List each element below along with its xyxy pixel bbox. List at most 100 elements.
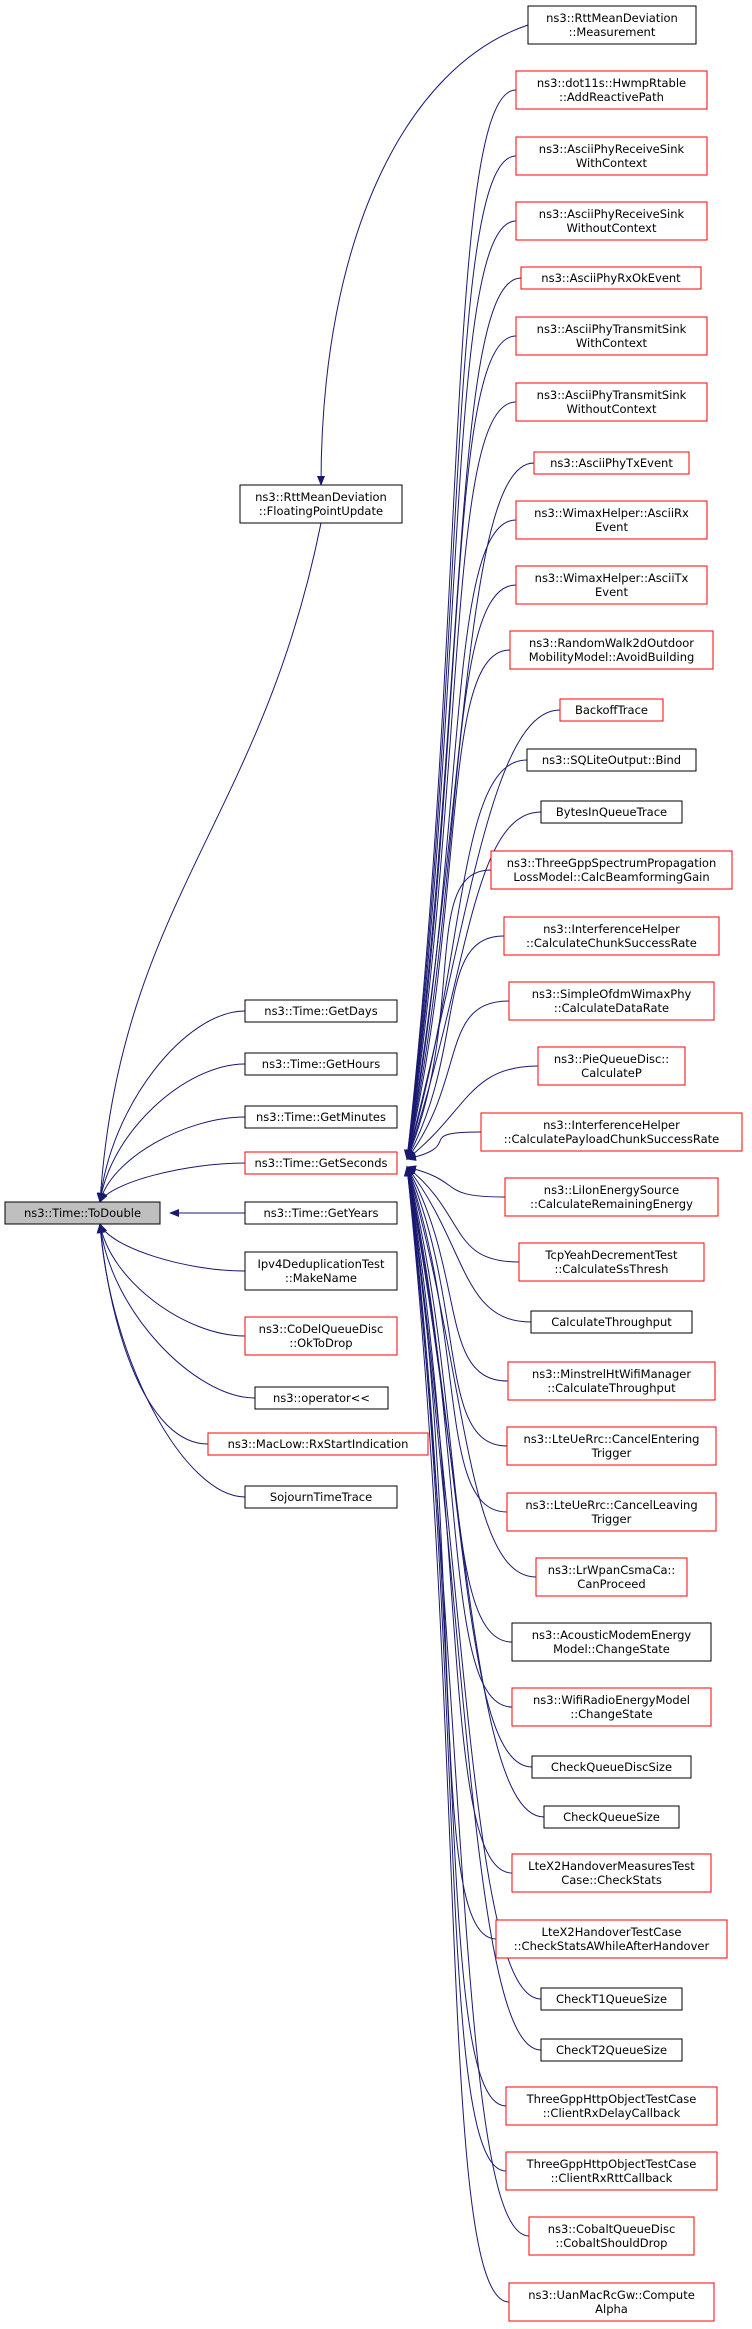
node-randomwalk[interactable]: ns3::RandomWalk2dOutdoorMobilityModel::A… [509, 630, 714, 670]
node-ofdm-datarate[interactable]: ns3::SimpleOfdmWimaxPhy::CalculateDataRa… [508, 981, 715, 1021]
node-box [509, 630, 714, 670]
node-label-line: ::CalculatePayloadChunkSuccessRate [504, 1132, 720, 1146]
node-label-line: ns3::AcousticModemEnergy [532, 1628, 692, 1642]
node-label-line: CheckT1QueueSize [556, 1992, 667, 2006]
edge-interf-chunk-to-getseconds [406, 935, 505, 1160]
node-box [535, 1557, 688, 1597]
node-label-line: ::OkToDrop [289, 1336, 352, 1350]
node-box [530, 1310, 693, 1334]
node-wifiradio[interactable]: ns3::WifiRadioEnergyModel::ChangeState [511, 1687, 712, 1727]
node-label-line: ns3::Time::GetDays [264, 1004, 377, 1018]
node-box [515, 565, 708, 605]
edge-ofdm-datarate-to-getseconds [406, 1000, 510, 1160]
node-check-qdisc[interactable]: CheckQueueDiscSize [531, 1755, 692, 1779]
node-getdays[interactable]: ns3::Time::GetDays [244, 999, 398, 1023]
edge-rtt-measurement-to-rtt-floating [317, 24, 529, 486]
node-box [244, 1316, 398, 1356]
node-operator[interactable]: ns3::operator<< [254, 1386, 389, 1410]
node-check-t1[interactable]: CheckT1QueueSize [540, 1987, 683, 2011]
node-getyears[interactable]: ns3::Time::GetYears [244, 1201, 398, 1225]
edge-sqlite-to-getseconds [405, 759, 528, 1160]
node-box [537, 1046, 686, 1086]
node-box [533, 451, 690, 475]
node-threegpp-spectrum[interactable]: ns3::ThreeGppSpectrumPropagationLossMode… [490, 850, 733, 890]
edge-gethours-to-todouble [97, 1063, 246, 1203]
node-box [518, 1242, 705, 1282]
node-box [508, 981, 715, 1021]
node-ascii-txevent[interactable]: ns3::AsciiPhyTxEvent [533, 451, 690, 475]
node-label-line: ns3::AsciiPhyTransmitSink [537, 322, 687, 336]
node-codel[interactable]: ns3::CoDelQueueDisc::OkToDrop [244, 1316, 398, 1356]
node-http-rtt[interactable]: ThreeGppHttpObjectTestCase::ClientRxRttC… [505, 2151, 718, 2191]
node-label-line: ns3::Time::GetSeconds [254, 1156, 387, 1170]
edge-liion-to-getseconds [406, 1165, 506, 1198]
node-label-line: ns3::LteUeRrc::CancelLeaving [525, 1498, 697, 1512]
node-getseconds[interactable]: ns3::Time::GetSeconds [244, 1151, 398, 1175]
node-getminutes[interactable]: ns3::Time::GetMinutes [244, 1105, 398, 1129]
node-calc-throughput[interactable]: CalculateThroughput [530, 1310, 693, 1334]
node-backoff[interactable]: BackoffTrace [559, 698, 664, 722]
node-box [244, 1201, 398, 1225]
node-check-t2[interactable]: CheckT2QueueSize [540, 2038, 683, 2062]
node-gethours[interactable]: ns3::Time::GetHours [244, 1052, 398, 1076]
node-box [503, 916, 720, 956]
node-label-line: ns3::AsciiPhyTransmitSink [537, 388, 687, 402]
node-interf-payload[interactable]: ns3::InterferenceHelper::CalculatePayloa… [480, 1112, 743, 1152]
node-label-line: ns3::AsciiPhyReceiveSink [539, 207, 685, 221]
node-http-delay[interactable]: ThreeGppHttpObjectTestCase::ClientRxDela… [505, 2086, 718, 2126]
node-acoustic[interactable]: ns3::AcousticModemEnergyModel::ChangeSta… [511, 1622, 712, 1662]
node-label-line: ::CalculateSsThresh [555, 1262, 669, 1276]
node-tcpyeah[interactable]: TcpYeahDecrementTest::CalculateSsThresh [518, 1242, 705, 1282]
node-rtt-measurement[interactable]: ns3::RttMeanDeviation::Measurement [527, 5, 697, 45]
node-liion[interactable]: ns3::LiIonEnergySource::CalculateRemaini… [504, 1177, 719, 1217]
node-sojourn[interactable]: SojournTimeTrace [244, 1485, 398, 1509]
node-sqlite[interactable]: ns3::SQLiteOutput::Bind [526, 748, 697, 772]
node-label-line: ns3::CobaltQueueDisc [548, 2222, 676, 2236]
node-label-line: ns3::SimpleOfdmWimaxPhy [532, 987, 692, 1001]
node-minstrel[interactable]: ns3::MinstrelHtWifiManager::CalculateThr… [507, 1361, 716, 1401]
node-label-line: ns3::ThreeGppSpectrumPropagation [507, 856, 717, 870]
node-ipv4dedup[interactable]: Ipv4DeduplicationTest::MakeName [244, 1251, 398, 1291]
node-label-line: ns3::Time::GetYears [263, 1206, 378, 1220]
node-ltex2-measures[interactable]: LteX2HandoverMeasuresTestCase::CheckStat… [511, 1853, 712, 1893]
node-label-line: ns3::AsciiPhyRxOkEvent [541, 271, 681, 285]
node-label-line: ::ChangeState [570, 1707, 652, 1721]
node-label-line: ns3::AsciiPhyReceiveSink [539, 142, 685, 156]
node-bytesinqueue[interactable]: BytesInQueueTrace [540, 800, 683, 824]
node-cobalt[interactable]: ns3::CobaltQueueDisc::CobaltShouldDrop [528, 2216, 695, 2256]
edge-hwmp-to-getseconds [404, 89, 517, 1160]
edge-calc-throughput-to-getseconds [406, 1166, 532, 1323]
node-pie-calcp[interactable]: ns3::PieQueueDisc::CalculateP [537, 1046, 686, 1086]
node-box [528, 2216, 695, 2256]
node-label-line: ns3::RttMeanDeviation [546, 11, 678, 25]
node-label-line: CanProceed [577, 1577, 645, 1591]
node-label-line: ::CalculateRemainingEnergy [530, 1197, 693, 1211]
node-box [244, 1105, 398, 1129]
edge-ascii-rx-without-to-getseconds [404, 220, 517, 1160]
node-check-qsize[interactable]: CheckQueueSize [543, 1805, 680, 1829]
node-hwmp[interactable]: ns3::dot11s::HwmpRtable::AddReactivePath [515, 70, 708, 110]
node-label-line: ns3::dot11s::HwmpRtable [537, 76, 686, 90]
node-ltex2-handover[interactable]: LteX2HandoverTestCase::CheckStatsAWhileA… [495, 1919, 728, 1959]
node-rtt-floating[interactable]: ns3::RttMeanDeviation::FloatingPointUpda… [239, 484, 403, 524]
edge-lte-cancel-entering-to-getseconds [406, 1166, 508, 1447]
node-box [559, 698, 664, 722]
node-interf-chunk[interactable]: ns3::InterferenceHelper::CalculateChunkS… [503, 916, 720, 956]
node-label-line: CheckQueueDiscSize [551, 1760, 672, 1774]
node-lrwpan[interactable]: ns3::LrWpanCsmaCa::CanProceed [535, 1557, 688, 1597]
edge-uanmac-to-getseconds [403, 1166, 510, 2303]
edge-ascii-tx-with-to-getseconds [404, 335, 517, 1160]
node-maclow[interactable]: ns3::MacLow::RxStartIndication [207, 1432, 429, 1456]
node-ascii-rxok[interactable]: ns3::AsciiPhyRxOkEvent [520, 266, 702, 290]
edge-interf-payload-to-getseconds [406, 1131, 482, 1161]
node-label-line: LteX2HandoverMeasuresTest [528, 1859, 695, 1873]
